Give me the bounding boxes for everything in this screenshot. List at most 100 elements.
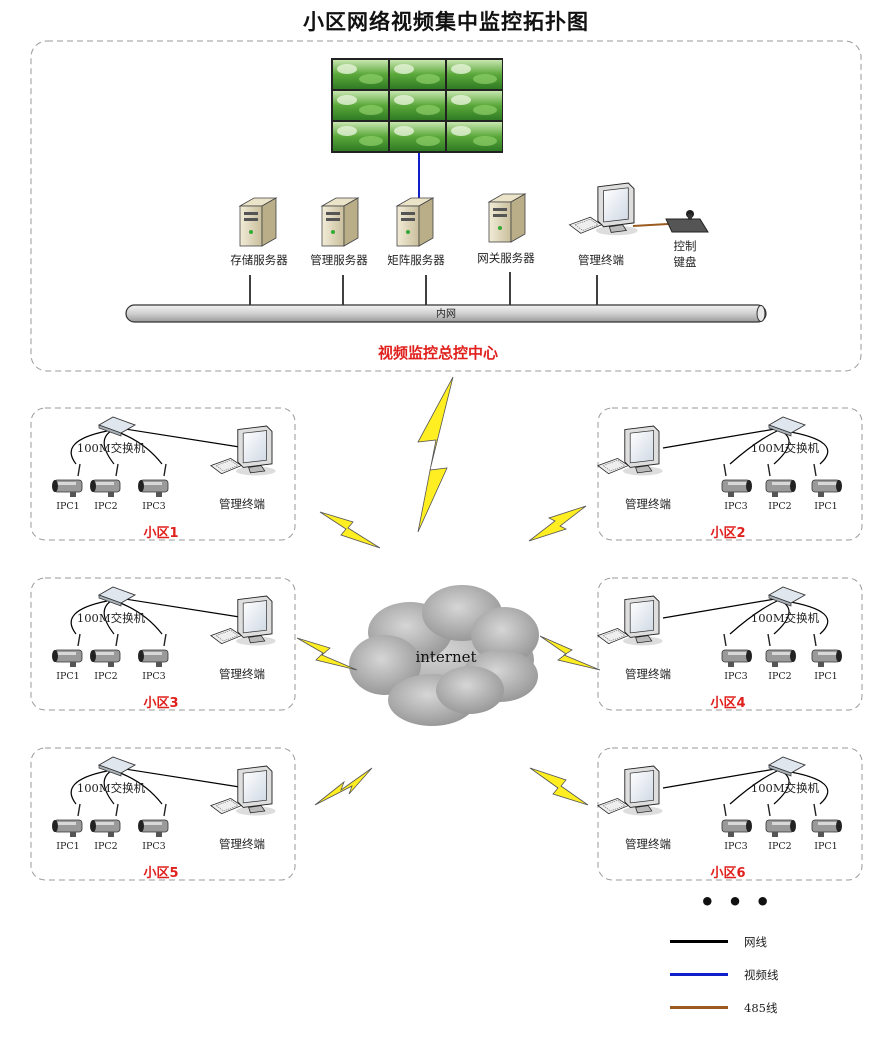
ip-camera-icon [811, 633, 842, 667]
zone-name: 小区2 [710, 526, 746, 541]
lightning-links [296, 376, 601, 806]
ip-camera-icon [765, 633, 796, 667]
camera-label: IPC2 [94, 671, 118, 682]
management-terminal-icon [210, 425, 276, 476]
ip-camera-icon [90, 463, 121, 497]
video-wall-screen [390, 60, 445, 89]
camera-label: IPC2 [768, 841, 792, 852]
camera-label: IPC1 [814, 501, 838, 512]
legend-video-label: 视频线 [744, 968, 779, 982]
camera-label: IPC2 [94, 841, 118, 852]
gateway-server-label: 网关服务器 [477, 251, 535, 265]
control-keyboard-label-2: 键盘 [673, 255, 697, 269]
camera-label: IPC2 [94, 501, 118, 512]
video-wall-screen [333, 60, 388, 89]
video-wall-screen [390, 122, 445, 151]
zone-name: 小区4 [710, 696, 746, 711]
zone-name: 小区6 [710, 866, 746, 881]
zone-1 [30, 407, 296, 541]
video-wall-screen [390, 91, 445, 120]
switch-label: 100M交换机 [76, 441, 146, 455]
ip-camera-icon [811, 463, 842, 497]
camera-label: IPC3 [142, 671, 166, 682]
zone-2 [597, 407, 863, 541]
switch-label: 100M交换机 [750, 781, 820, 795]
ip-camera-icon [90, 803, 121, 837]
control-keyboard-label-1: 控制 [673, 239, 697, 253]
network-switch-icon [767, 586, 807, 607]
camera-label: IPC3 [724, 671, 748, 682]
camera-label: IPC3 [724, 841, 748, 852]
camera-label: IPC1 [56, 671, 80, 682]
switch-label: 100M交换机 [76, 781, 146, 795]
ip-camera-icon [811, 803, 842, 837]
camera-label: IPC3 [142, 501, 166, 512]
rs485-cable [632, 223, 669, 227]
camera-label: IPC2 [768, 501, 792, 512]
management-terminal-icon [597, 765, 663, 816]
ip-camera-icon [138, 633, 169, 667]
network-switch-icon [97, 756, 137, 777]
center-management-terminal-icon [568, 182, 638, 236]
internet-label: internet [415, 648, 477, 666]
intranet-bus [125, 304, 767, 323]
control-center-boundary [30, 40, 862, 372]
legend-485-line [670, 1006, 728, 1009]
ip-camera-icon [765, 463, 796, 497]
ip-camera-icon [765, 803, 796, 837]
camera-label: IPC1 [814, 841, 838, 852]
terminal-label: 管理终端 [625, 667, 671, 681]
switch-label: 100M交换机 [76, 611, 146, 625]
camera-label: IPC3 [142, 841, 166, 852]
ip-camera-icon [721, 633, 752, 667]
legend-485-label: 485线 [744, 1001, 778, 1015]
storage-server-label: 存储服务器 [230, 253, 288, 267]
internet-cloud [349, 585, 539, 726]
ip-camera-icon [721, 803, 752, 837]
matrix-server-label: 矩阵服务器 [387, 253, 445, 267]
matrix-server-icon [395, 197, 435, 247]
zone-name: 小区5 [143, 866, 179, 881]
video-wall-screen [333, 122, 388, 151]
video-wall-screen [333, 91, 388, 120]
ip-camera-icon [52, 463, 83, 497]
management-terminal-icon [597, 425, 663, 476]
ip-camera-icon [138, 463, 169, 497]
camera-label: IPC1 [56, 501, 80, 512]
terminal-label: 管理终端 [625, 497, 671, 511]
center-management-terminal-label: 管理终端 [578, 253, 624, 267]
management-terminal-icon [210, 765, 276, 816]
camera-label: IPC3 [724, 501, 748, 512]
management-terminal-icon [597, 595, 663, 646]
zone-name: 小区3 [143, 696, 179, 711]
management-terminal-icon [210, 595, 276, 646]
more-zones-ellipsis: • • • [699, 888, 773, 916]
camera-label: IPC1 [814, 671, 838, 682]
terminal-label: 管理终端 [219, 497, 265, 511]
camera-label: IPC1 [56, 841, 80, 852]
zone-5 [30, 747, 296, 881]
storage-server-icon [238, 197, 278, 247]
legend-network-label: 网线 [744, 935, 767, 949]
video-wall [331, 58, 503, 153]
network-switch-icon [97, 586, 137, 607]
terminal-label: 管理终端 [625, 837, 671, 851]
legend-video-line [670, 973, 728, 976]
ip-camera-icon [52, 633, 83, 667]
network-switch-icon [97, 416, 137, 437]
management-server-label: 管理服务器 [310, 253, 368, 267]
zone-6 [597, 747, 863, 881]
network-switch-icon [767, 416, 807, 437]
camera-label: IPC2 [768, 671, 792, 682]
terminal-label: 管理终端 [219, 667, 265, 681]
ip-camera-icon [721, 463, 752, 497]
gateway-server-icon [487, 193, 527, 243]
network-switch-icon [767, 756, 807, 777]
terminal-label: 管理终端 [219, 837, 265, 851]
diagram-title: 小区网络视频集中监控拓扑图 [303, 10, 589, 34]
ip-camera-icon [52, 803, 83, 837]
video-wall-screen [447, 91, 502, 120]
switch-label: 100M交换机 [750, 441, 820, 455]
